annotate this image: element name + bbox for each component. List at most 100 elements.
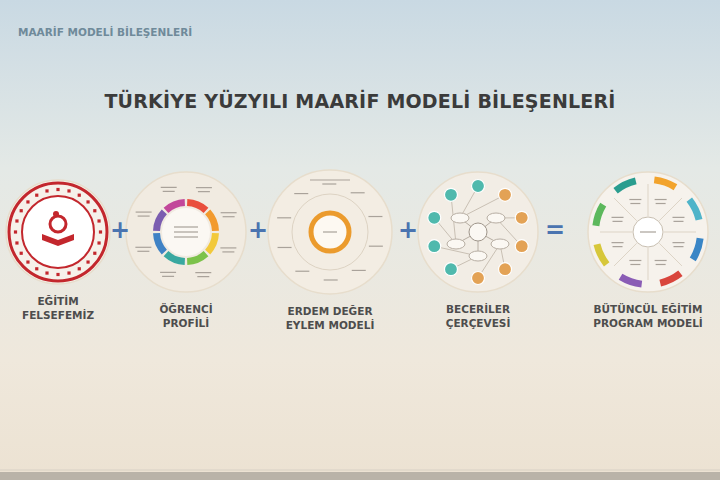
fine-line (295, 271, 309, 272)
wheel-segment (594, 243, 610, 266)
seal-dot (86, 200, 89, 203)
seal-dot (93, 209, 96, 212)
operator-sign: + (398, 216, 418, 244)
fine-line (324, 279, 338, 280)
component-caption: EĞİTİM FELSEFEMİZ (12, 294, 104, 322)
core-ring (311, 213, 349, 251)
skill-dot (428, 211, 441, 224)
bottom-rule (0, 470, 720, 471)
fine-line (310, 179, 350, 180)
fine-line (656, 203, 666, 204)
seal-dot (67, 189, 70, 192)
fine-line (221, 212, 237, 213)
fine-line (174, 236, 198, 237)
component-figure (418, 172, 538, 292)
figure-space (418, 172, 538, 302)
fine-line (223, 216, 235, 217)
fine-line (612, 242, 624, 243)
component-figure (588, 172, 708, 292)
fine-line (630, 203, 640, 204)
fine-line (613, 221, 623, 222)
fine-line (368, 216, 382, 217)
wheel-spoke (614, 198, 637, 221)
seal-dot (93, 252, 96, 255)
wheel-segment (690, 238, 704, 261)
seal-dot (67, 271, 70, 274)
wheel-segment (613, 178, 636, 194)
seal-dot (78, 267, 81, 270)
skill-hub (451, 213, 469, 223)
wheel-spoke (600, 232, 632, 233)
fine-line (630, 264, 640, 265)
skill-dot (472, 272, 485, 285)
fine-line (352, 270, 366, 271)
component-figure (268, 170, 392, 294)
fine-line (322, 183, 336, 184)
fine-line (137, 251, 149, 252)
fine-line (629, 199, 641, 200)
seal-dot (56, 273, 59, 276)
skill-hub (487, 213, 505, 223)
seal-dot (97, 241, 100, 244)
operator-sign: = (545, 216, 565, 244)
seal-dot (35, 267, 38, 270)
fine-line (135, 247, 151, 248)
fine-line (220, 247, 236, 248)
fine-line (195, 272, 211, 273)
fine-line (161, 187, 177, 188)
wheel-hub (633, 217, 663, 247)
fine-line (672, 242, 684, 243)
component-figure (6, 180, 110, 284)
figure-space (587, 172, 709, 302)
fine-line (174, 231, 198, 232)
guide-ring (292, 194, 368, 270)
fine-line (160, 272, 176, 273)
wheel-segment (659, 271, 682, 287)
component-node: EĞİTİM FELSEFEMİZ (6, 180, 110, 322)
fine-line (655, 260, 667, 261)
skill-core (469, 223, 487, 241)
figure-space (6, 180, 110, 294)
skill-dot (444, 263, 457, 276)
book-emblem (42, 234, 74, 246)
skill-dot (515, 211, 528, 224)
seal-dot (15, 219, 18, 222)
skill-dot (444, 188, 457, 201)
fine-line (198, 191, 210, 192)
fine-line (222, 251, 234, 252)
component-node: ERDEM DEĞER EYLEM MODELİ (268, 170, 392, 332)
fine-line (351, 192, 365, 193)
skill-hub (469, 251, 487, 261)
fine-line (278, 247, 292, 248)
seal-dot (97, 219, 100, 222)
component-node: ÖĞRENCİ PROFİLİ (126, 172, 246, 330)
component-caption: BÜTÜNCÜL EĞİTİM PROGRAM MODELİ (589, 302, 707, 330)
wheel-segment (687, 197, 703, 220)
fine-line (323, 231, 337, 232)
fine-line (294, 193, 308, 194)
fine-line (673, 221, 683, 222)
figure-space (126, 172, 246, 302)
seal-dot (26, 260, 29, 263)
component-figure (126, 172, 246, 292)
disc (588, 172, 708, 292)
torch-emblem (50, 216, 66, 232)
skill-dot (499, 263, 512, 276)
component-node: BECERİLER ÇERÇEVESİ (418, 172, 538, 330)
seal-dot (20, 252, 23, 255)
seal-dot (86, 260, 89, 263)
fine-line (673, 246, 683, 247)
seal-dot (20, 209, 23, 212)
fine-line (656, 264, 666, 265)
skill-dot (515, 240, 528, 253)
disc (6, 180, 110, 284)
wheel-segment (654, 176, 677, 190)
star-emblem (53, 211, 59, 217)
wheel-spoke (664, 232, 696, 233)
seal-ring (9, 183, 107, 281)
seal-dot (56, 188, 59, 191)
skill-hub (491, 239, 509, 249)
section-header: MAARİF MODELİ BİLEŞENLERİ (18, 26, 192, 38)
component-caption: ÖĞRENCİ PROFİLİ (145, 302, 227, 330)
